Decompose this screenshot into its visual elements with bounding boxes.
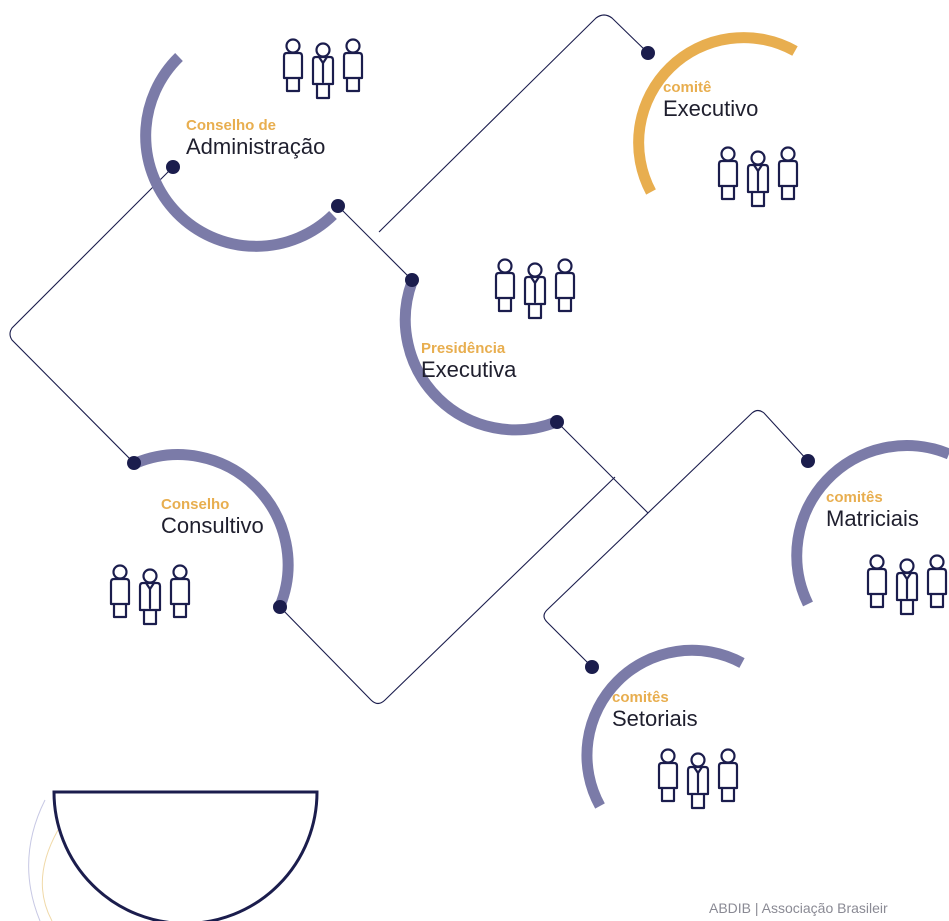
node-kicker: comitês — [612, 689, 669, 706]
people-group-icon — [282, 38, 364, 100]
connector-line — [543, 409, 809, 668]
node-name: Executivo — [663, 96, 759, 122]
node-arcs — [133, 32, 949, 809]
node-comites-matriciais: comitês Matriciais — [826, 489, 919, 532]
arc-comite-executivo — [633, 32, 798, 195]
node-name: Administração — [186, 134, 326, 160]
connection-dot — [127, 456, 141, 470]
footer-credit: ABDIB | Associação Brasileir — [709, 900, 888, 916]
node-name: Executiva — [421, 357, 517, 383]
node-kicker: comitê — [663, 79, 712, 96]
connection-dot — [273, 600, 287, 614]
arc-conselho-consultivo — [133, 449, 294, 609]
node-comite-executivo: comitê Executivo — [663, 79, 758, 122]
decorative-swirl — [28, 799, 46, 921]
people-group-icon — [866, 554, 948, 616]
arc-conselho-administracao — [140, 53, 337, 252]
connection-dot — [550, 415, 564, 429]
node-conselho-consultivo: Conselho Consultivo — [161, 496, 264, 539]
node-presidencia-executiva: Presidência Executiva — [421, 340, 516, 383]
node-name: Consultivo — [161, 513, 264, 539]
connection-dot — [585, 660, 599, 674]
connector-line — [378, 14, 649, 233]
people-group-icon — [657, 748, 739, 810]
people-group-icon — [717, 146, 799, 208]
connection-dot — [166, 160, 180, 174]
arc-comites-setoriais — [581, 644, 745, 809]
node-kicker: comitês — [826, 489, 883, 506]
node-kicker: Conselho de — [186, 117, 277, 134]
people-group-icon — [494, 258, 576, 320]
node-name: Matriciais — [826, 506, 919, 532]
connector-line — [9, 166, 174, 464]
node-kicker: Presidência — [421, 340, 506, 357]
arc-comites-matriciais — [791, 440, 949, 607]
node-comites-setoriais: comitês Setoriais — [612, 689, 698, 732]
arc-presidencia-executiva — [399, 280, 559, 436]
connection-dots — [127, 46, 815, 674]
people-group-icon — [109, 564, 191, 626]
connection-dot — [801, 454, 815, 468]
decorative-swirl — [41, 829, 59, 921]
node-kicker: Conselho — [161, 496, 230, 513]
connector-lines — [9, 14, 809, 705]
connection-dot — [331, 199, 345, 213]
node-conselho-administracao: Conselho de Administração — [186, 117, 325, 160]
connector-line — [556, 421, 649, 514]
connector-line — [279, 476, 616, 705]
connector-line — [337, 205, 413, 281]
node-name: Setoriais — [612, 706, 698, 732]
connection-dot — [641, 46, 655, 60]
connection-dot — [405, 273, 419, 287]
half-circle-shape — [52, 790, 319, 921]
